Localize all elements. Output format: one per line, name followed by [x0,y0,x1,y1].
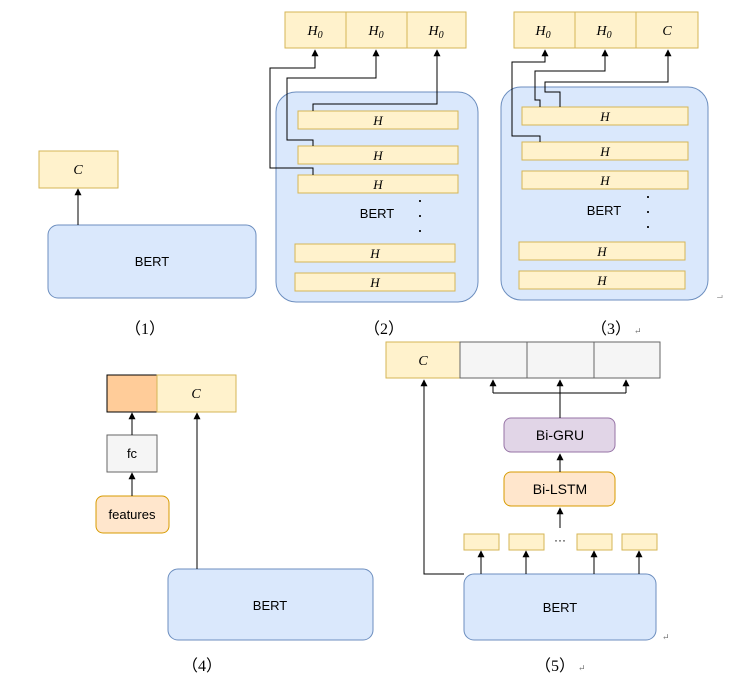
return-mark: ↵ [662,632,670,642]
h0-label: H0 [427,24,443,41]
output-box [593,341,661,379]
connector [420,379,464,575]
h-label: H [369,246,380,261]
fc-label: fc [127,446,138,461]
connector [286,49,380,146]
connector [312,49,441,111]
features-label: features [109,507,156,522]
fc-box [106,434,158,473]
bilstm-label: Bi-LSTM [533,481,587,497]
bert-box [167,568,374,641]
h0-output-box [574,11,637,49]
c-output-box [385,341,461,379]
c-output-box [635,11,699,49]
h-label: H [599,144,610,159]
h0-label: H0 [534,24,550,41]
panel-5: BERT ··· Bi-LSTM Bi-GRU C [385,341,661,641]
h-layer [297,174,459,194]
return-mark: ↵ [578,663,586,673]
corner-mark: ⌐ [717,291,723,303]
connector [511,49,549,142]
h-label: H [372,177,383,192]
ellipsis-dot: · [417,220,423,240]
h0-label: H0 [595,24,611,41]
connector [544,49,672,107]
h-layer [294,243,456,263]
h-layer [521,170,689,190]
h0-output-box [513,11,576,49]
h-label: H [596,273,607,288]
c-label: C [418,354,428,369]
h0-output-box [345,11,408,49]
ellipsis-dot: · [417,190,423,210]
token-box [463,533,500,551]
token-box [576,533,613,551]
caption-5: （5）↵ [535,658,586,675]
h-label: H [372,148,383,163]
h-label: H [596,244,607,259]
h0-output-box [406,11,467,49]
ellipsis: ··· [554,533,566,547]
h-layer [518,270,686,290]
c-label: C [191,387,201,402]
caption-1: （1） [125,321,166,338]
return-mark: ↵ [634,326,642,336]
bert-label: BERT [543,600,577,615]
h-label: H [599,173,610,188]
h0-label: H0 [367,24,383,41]
h-label: H [599,109,610,124]
panel-2: H H H H H BERT · · · H0 H0 H0 [269,11,479,303]
connector [269,49,319,175]
bert-box [463,573,657,641]
panel-3: H H H H H BERT · · · H0 H0 C [500,11,709,301]
output-box [459,341,528,379]
h-label: H [369,275,380,290]
panel-1: BERT C [38,150,257,299]
h0-output-box [284,11,347,49]
output-box [526,341,595,379]
h-layer [521,106,689,126]
c-label: C [73,163,83,178]
c-output-box [156,374,237,413]
bert-box [47,224,257,299]
ellipsis-dot: · [645,186,651,206]
h-layer [297,110,459,130]
h-layer [521,141,689,161]
ellipsis-dot: · [417,205,423,225]
bert-label: BERT [587,203,621,218]
ellipsis-dot: · [645,216,651,236]
bert-label: BERT [360,206,394,221]
panel-4: BERT C fc features [95,374,374,641]
feature-vector-box [106,374,158,413]
caption-4: （4） [182,658,223,675]
caption-2: （2） [364,321,405,338]
bert-label: BERT [253,598,287,613]
h0-label: H0 [306,24,322,41]
caption-3: （3）↵ [591,321,642,338]
ellipsis-dot: · [645,201,651,221]
bert-label: BERT [135,254,169,269]
h-layer [294,272,456,292]
c-label: C [662,24,672,39]
connector [534,49,609,107]
token-box [621,533,658,551]
h-layer [518,241,686,261]
token-box [508,533,545,551]
c-output-box [38,150,119,189]
h-layer [297,145,459,165]
bigru-label: Bi-GRU [536,427,584,443]
h-label: H [372,113,383,128]
